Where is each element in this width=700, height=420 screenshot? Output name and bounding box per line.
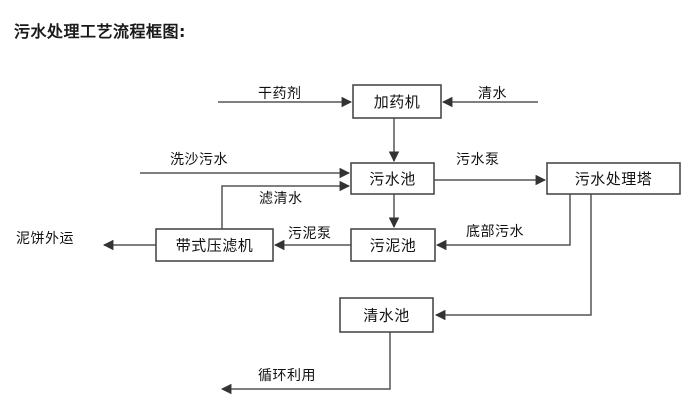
node-clear_pool-rect xyxy=(339,297,434,333)
node-dosing[interactable]: 加药机 xyxy=(352,84,442,119)
edge-label-sludge_pump: 污泥泵 xyxy=(288,226,332,242)
node-dosing-rect xyxy=(352,84,442,119)
node-sludge_pool[interactable]: 污泥池 xyxy=(350,228,436,262)
node-dosing-label: 加药机 xyxy=(374,93,421,111)
edge-clear-pool-to-recycle xyxy=(220,332,391,395)
node-press-label: 带式压滤机 xyxy=(176,237,254,255)
node-clear_pool-label: 清水池 xyxy=(363,307,410,325)
edge-label-recycle: 循环利用 xyxy=(258,368,316,384)
edge-tower-to-clear-pool xyxy=(434,194,592,321)
node-sewage_pool-rect xyxy=(350,162,435,195)
node-tower-label: 污水处理塔 xyxy=(575,170,653,188)
edge-label-sewage_pump: 污水泵 xyxy=(456,152,500,168)
node-tower[interactable]: 污水处理塔 xyxy=(546,162,681,195)
node-clear_pool[interactable]: 清水池 xyxy=(339,297,434,333)
edge-label-filtered: 滤清水 xyxy=(259,191,303,207)
edge-label-sand_wash: 洗沙污水 xyxy=(170,152,228,168)
node-sewage_pool-label: 污水池 xyxy=(369,170,416,188)
edge-filtered-water-to-sewage-pool xyxy=(221,180,351,229)
node-sludge_pool-label: 污泥池 xyxy=(370,237,417,255)
node-tower-rect xyxy=(546,162,681,195)
edge-bottom-sewage-to-sludge-pool xyxy=(435,194,571,251)
node-press[interactable]: 带式压滤机 xyxy=(155,228,274,262)
edge-label-clean_water: 清水 xyxy=(478,86,507,102)
edge-label-bottom_sewage: 底部污水 xyxy=(466,224,524,240)
node-sludge_pool-rect xyxy=(350,228,436,262)
node-sewage_pool[interactable]: 污水池 xyxy=(350,162,435,195)
page-title: 污水处理工艺流程框图: xyxy=(14,22,186,41)
edge-label-dry_reagent: 干药剂 xyxy=(258,86,302,102)
edge-label-mud_cake_out: 泥饼外运 xyxy=(16,231,74,247)
node-press-rect xyxy=(155,228,274,262)
